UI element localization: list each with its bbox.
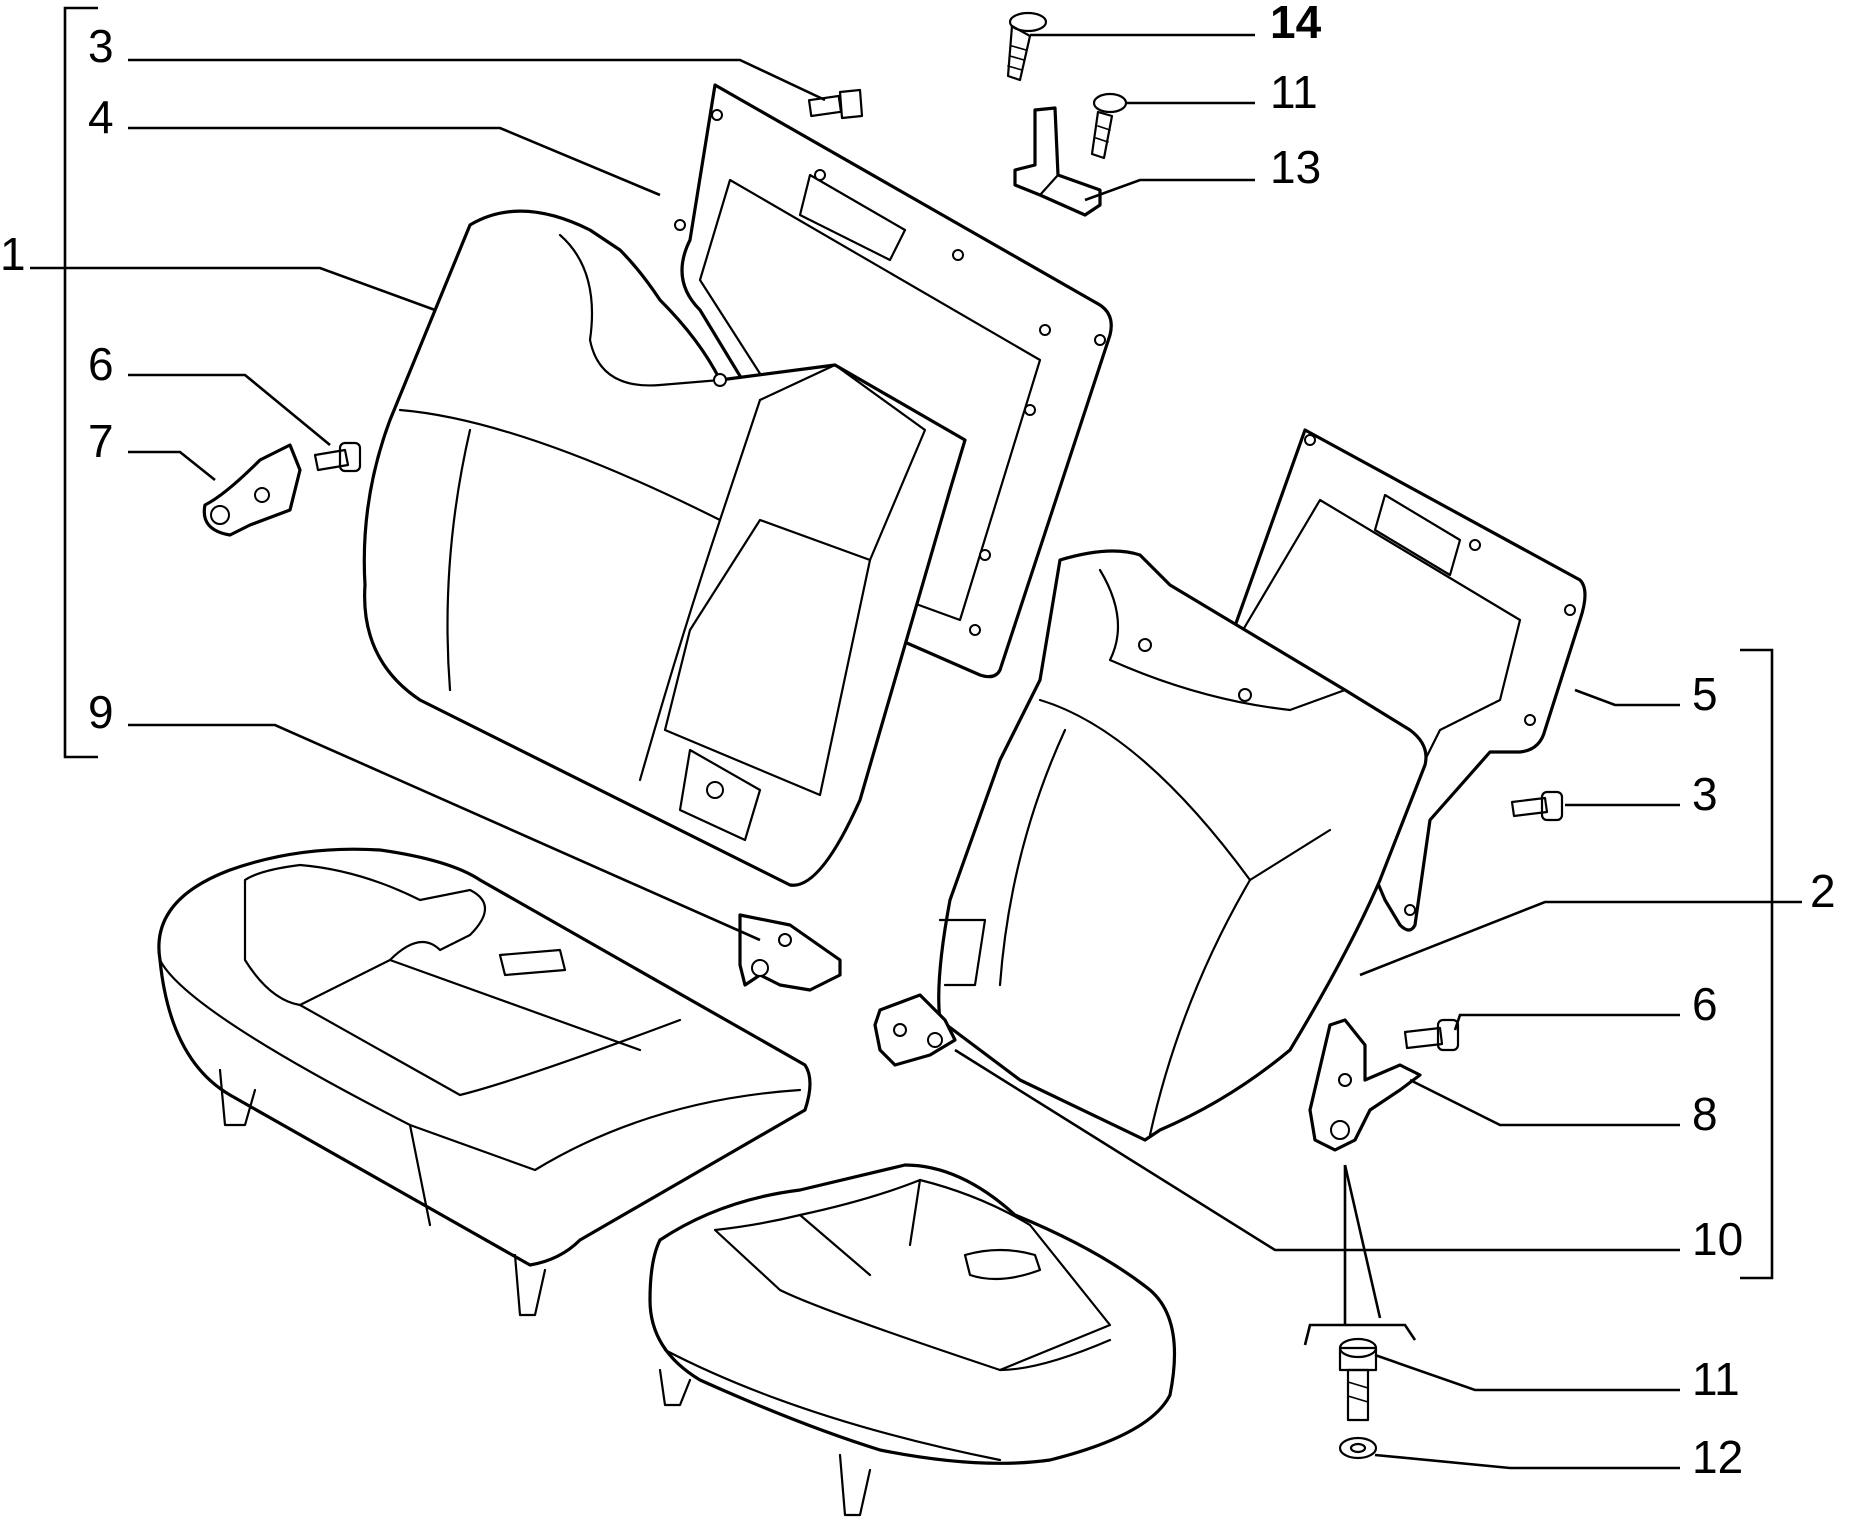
right-backrest-cushion [937,549,1428,1142]
right-seat-cushion [648,1163,1177,1517]
callout-3-right: 3 [1692,768,1718,820]
hinge-10 [873,993,957,1067]
bracket-13 [1013,106,1102,217]
callout-10: 10 [1692,1213,1743,1265]
screw-6-right [1403,1018,1460,1052]
group-bracket-right [1740,648,1774,1280]
callout-6-left: 6 [88,338,114,390]
callout-1: 1 [0,228,26,280]
hinge-9 [738,913,842,992]
callout-6-right: 6 [1692,978,1718,1030]
screw-3-right [1510,790,1564,822]
callout-9: 9 [88,686,114,738]
left-backrest-cushion [362,209,967,887]
callout-11-lower: 11 [1692,1353,1740,1405]
screw-14 [1006,11,1048,82]
screw-6-left [313,441,362,473]
callout-2: 2 [1810,865,1836,917]
callout-14: 14 [1270,0,1322,48]
screw-3-upper [807,88,864,120]
group-bracket-left [63,6,98,759]
callout-11-upper: 11 [1270,66,1318,118]
callout-13: 13 [1270,141,1321,193]
callout-8: 8 [1692,1088,1718,1140]
callout-labels: 3 4 1 6 7 9 14 11 13 5 3 2 6 8 10 11 12 [0,0,1836,1483]
hinge-8 [1308,1018,1422,1152]
bolt-11-lower [1338,1337,1378,1422]
washer-12 [1338,1436,1378,1460]
leader-lines [30,33,1802,1470]
callout-5: 5 [1692,668,1718,720]
left-backrest-rear-panel [674,83,1113,679]
left-seat-cushion [157,847,812,1317]
callout-3-upper-left: 3 [88,20,114,72]
callout-4: 4 [88,91,114,143]
callout-7: 7 [88,415,114,467]
hinge-7 [202,443,302,537]
screw-11-upper [1090,92,1128,160]
callout-12: 12 [1692,1431,1743,1483]
